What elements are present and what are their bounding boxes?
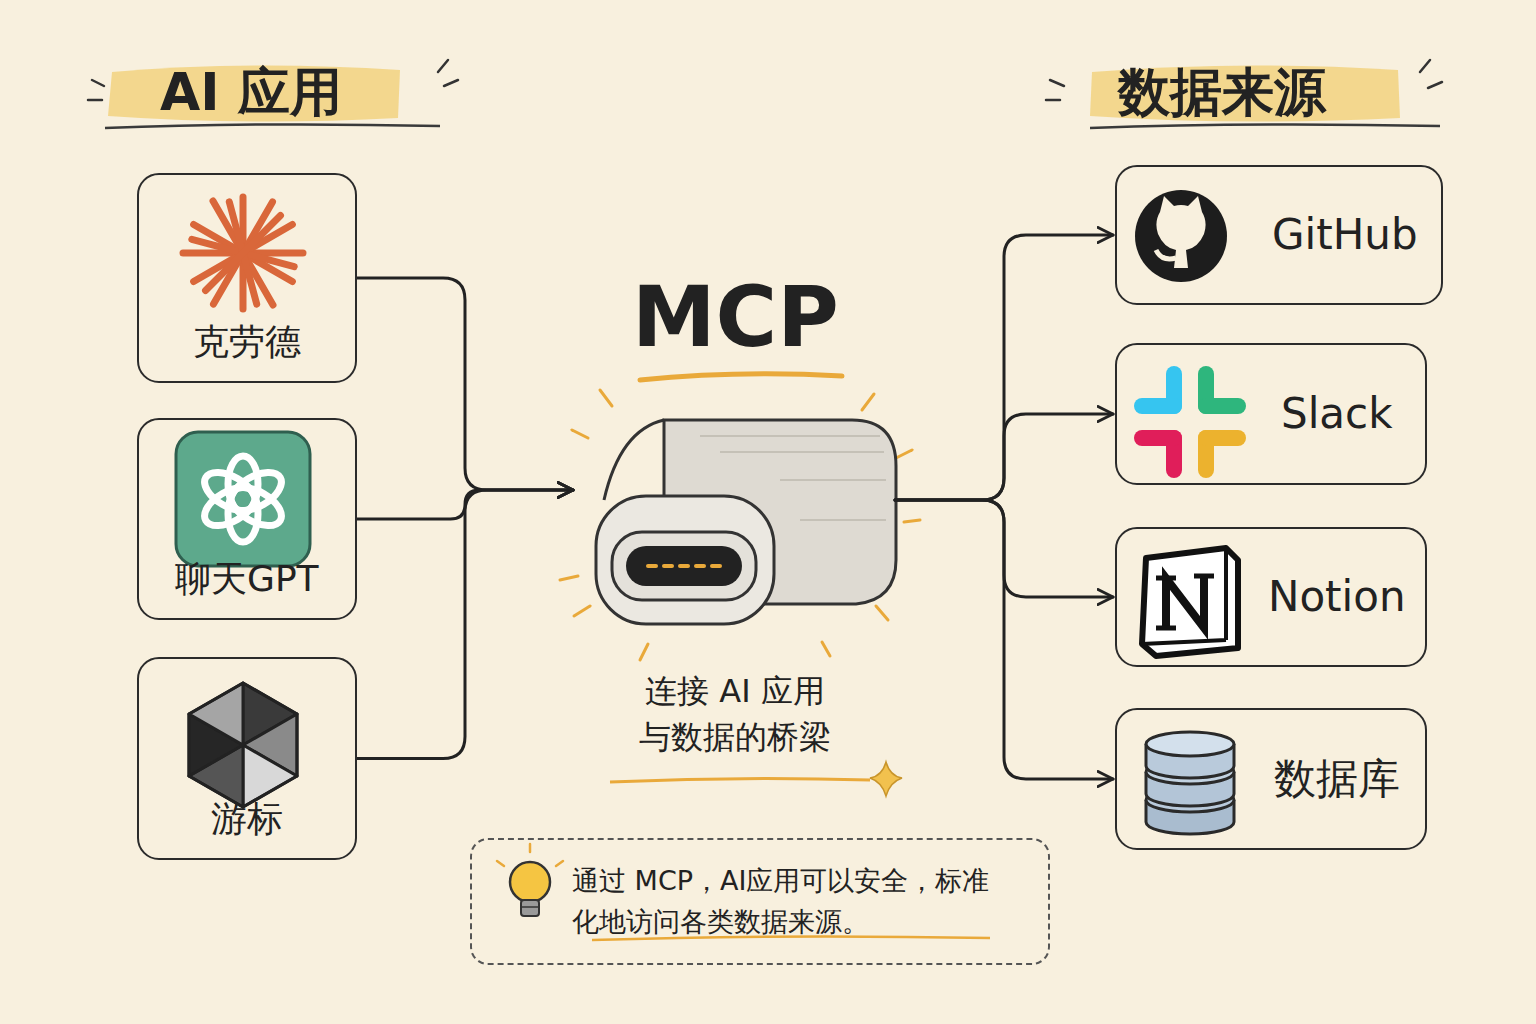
flow-arrow: [895, 500, 1113, 779]
orange-underline: [610, 778, 870, 782]
flow-arrow: [357, 490, 573, 759]
database-icon: [1146, 732, 1234, 834]
flow-arrow: [895, 414, 1113, 500]
lightbulb-icon: [497, 844, 563, 916]
app-name: 克劳德: [193, 318, 301, 367]
app-name: 聊天GPT: [175, 555, 319, 604]
chatgpt-icon: [176, 432, 310, 566]
sparkle: [870, 762, 902, 796]
source-box: Notion: [1115, 527, 1427, 667]
source-box: 数据库: [1115, 708, 1427, 850]
notion-icon: [1142, 548, 1238, 656]
claude-icon: [183, 197, 303, 309]
app-box: 克劳德: [137, 173, 357, 383]
source-name: Slack: [1281, 389, 1392, 438]
source-name: GitHub: [1272, 210, 1418, 259]
mcp-connector-node: MCP 连接 AI 应用 与数据的桥梁: [575, 268, 895, 768]
github-icon: [1135, 190, 1227, 282]
flow-arrow: [357, 278, 573, 490]
source-name: Notion: [1268, 572, 1406, 621]
mcp-subtitle: 连接 AI 应用 与数据的桥梁: [626, 668, 844, 761]
orange-underline: [640, 374, 842, 380]
underline: [105, 124, 440, 128]
note-text: 通过 MCP，AI应用可以安全，标准化地访问各类数据来源。: [572, 861, 1002, 942]
note-box: 通过 MCP，AI应用可以安全，标准化地访问各类数据来源。: [470, 838, 1050, 965]
app-name: 游标: [211, 795, 283, 844]
slack-icon: [1142, 374, 1238, 470]
mcp-heading: MCP: [632, 268, 839, 366]
column-heading: 数据来源: [1118, 58, 1326, 128]
app-box: 游标: [137, 657, 357, 860]
app-box: 聊天GPT: [137, 418, 357, 620]
source-box: GitHub: [1115, 165, 1443, 305]
orange-underline: [592, 936, 990, 940]
usb-c-connector: [560, 390, 920, 660]
flow-arrow: [895, 235, 1113, 500]
cursor-icon: [189, 683, 297, 807]
underline: [1090, 124, 1440, 128]
source-name: 数据库: [1274, 751, 1400, 807]
source-box: Slack: [1115, 343, 1427, 485]
column-heading: AI 应用: [160, 58, 342, 128]
